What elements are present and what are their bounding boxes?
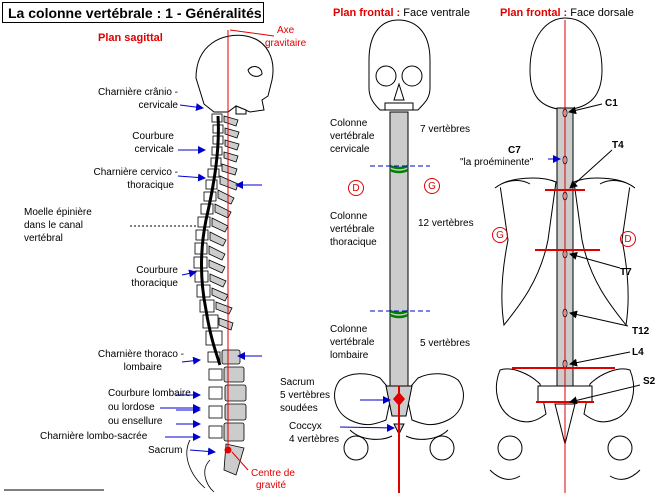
sagittal-heading: Plan sagittal xyxy=(98,32,163,44)
label-ensellure: ou ensellure xyxy=(108,416,163,427)
dorsal-red-levels xyxy=(512,189,615,403)
label-charniere-cranio-2: cervicale xyxy=(138,100,178,111)
ventral-cerv-3: cervicale xyxy=(330,144,370,155)
label-charniere-cranio: Charnière crânio - xyxy=(97,87,178,98)
label-moelle-3: vertébral xyxy=(24,233,63,244)
sagittal-skull xyxy=(195,34,274,115)
ventral-sacrum-2: 5 vertèbres xyxy=(280,390,331,401)
ventral-droite-marker: D xyxy=(348,180,364,196)
ventral-green-marks xyxy=(389,164,409,319)
label-moelle-2: dans le canal xyxy=(24,220,83,231)
label-t12: T12 xyxy=(632,326,650,337)
axe-leader xyxy=(229,29,275,37)
ventral-cerv-2: vertébrale xyxy=(330,131,375,142)
ventral-coccyx-1: Coccyx xyxy=(289,421,322,432)
dorsal-heading-face: Face dorsale xyxy=(570,7,634,19)
ventral-thor-count: 12 vertèbres xyxy=(418,218,474,229)
label-sacrum-sagittal: Sacrum xyxy=(148,445,183,456)
label-courbure-lombaire: Courbure lombaire xyxy=(108,388,191,399)
gravity-center-dot xyxy=(224,446,232,454)
ventral-cerv-count: 7 vertèbres xyxy=(420,124,471,135)
ventral-gauche-marker: G xyxy=(424,178,440,194)
ventral-skull xyxy=(368,19,431,111)
label-c1: C1 xyxy=(605,98,618,109)
ventral-sacrum-3: soudées xyxy=(280,403,318,414)
label-proeminente: "la proéminente" xyxy=(460,157,534,168)
label-charniere-cervico: Charnière cervico - xyxy=(93,167,178,178)
ventral-coccyx-2: 4 vertèbres xyxy=(289,434,340,445)
dorsal-pelvis xyxy=(489,368,641,480)
label-c7: C7 xyxy=(508,145,521,156)
label-courbure-cervicale-2: cervicale xyxy=(134,144,174,155)
dorsal-gauche-marker: G xyxy=(492,227,508,243)
label-lordose: ou lordose xyxy=(108,402,155,413)
gravitaire-label: gravitaire xyxy=(265,38,307,49)
label-l4: L4 xyxy=(632,347,644,358)
dorsal-heading: Plan frontal : Face dorsale xyxy=(500,7,634,19)
label-s2: S2 xyxy=(643,376,656,387)
page-title: La colonne vertébrale : 1 - Généralités xyxy=(2,2,264,23)
label-centre-gravite: Centre de xyxy=(251,468,295,479)
sagittal-lumbar xyxy=(221,349,247,476)
label-charniere-thoraco: Charnière thoraco - xyxy=(97,349,184,360)
dorsal-droite-marker: D xyxy=(620,231,636,247)
axe-label: Axe xyxy=(277,25,295,36)
label-charniere-cervico-2: thoracique xyxy=(127,180,174,191)
ventral-lomb-count: 5 vertèbres xyxy=(420,338,471,349)
spinal-cord xyxy=(200,115,222,366)
ventral-thor-3: thoracique xyxy=(330,237,377,248)
ventral-lomb-1: Colonne xyxy=(330,324,368,335)
sagittal-arrows xyxy=(160,103,262,456)
label-charniere-thoraco-2: lombaire xyxy=(123,362,162,373)
ventral-spine xyxy=(389,111,409,387)
dorsal-heading-plan: Plan frontal : xyxy=(500,7,568,19)
ventral-cerv-1: Colonne xyxy=(330,118,368,129)
label-t4: T4 xyxy=(612,140,624,151)
dorsal-scapulae xyxy=(494,177,636,327)
label-gravite: gravité xyxy=(256,480,287,491)
label-charniere-lombo: Charnière lombo-sacrée xyxy=(40,431,148,442)
sagittal-pelvis xyxy=(186,439,215,493)
sagittal-spinous xyxy=(208,115,240,331)
ventral-heading: Plan frontal : Face ventrale xyxy=(333,7,470,19)
label-courbure-cervicale: Courbure xyxy=(132,131,174,142)
ventral-heading-plan: Plan frontal : xyxy=(333,7,401,19)
label-courbure-thoracique-2: thoracique xyxy=(131,278,178,289)
ventral-heading-face: Face ventrale xyxy=(403,7,470,19)
dorsal-leaders xyxy=(568,103,641,405)
ventral-thor-2: vertébrale xyxy=(330,224,375,235)
ventral-lomb-2: vertébrale xyxy=(330,337,375,348)
sacrum-marker xyxy=(393,392,405,406)
dorsal-skull xyxy=(529,17,603,111)
ventral-pelvis xyxy=(334,373,464,461)
label-moelle: Moelle épinière xyxy=(24,207,92,218)
label-courbure-thoracique: Courbure xyxy=(136,265,178,276)
ventral-arrows xyxy=(339,396,395,432)
cg-leader xyxy=(231,451,249,471)
ventral-thor-1: Colonne xyxy=(330,211,368,222)
ventral-lomb-3: lombaire xyxy=(330,350,369,361)
label-t7: T7 xyxy=(620,267,632,278)
sagittal-lumbar-processes xyxy=(207,351,223,439)
ventral-sacrum-1: Sacrum xyxy=(280,377,315,388)
ventral-level-lines xyxy=(370,165,430,312)
